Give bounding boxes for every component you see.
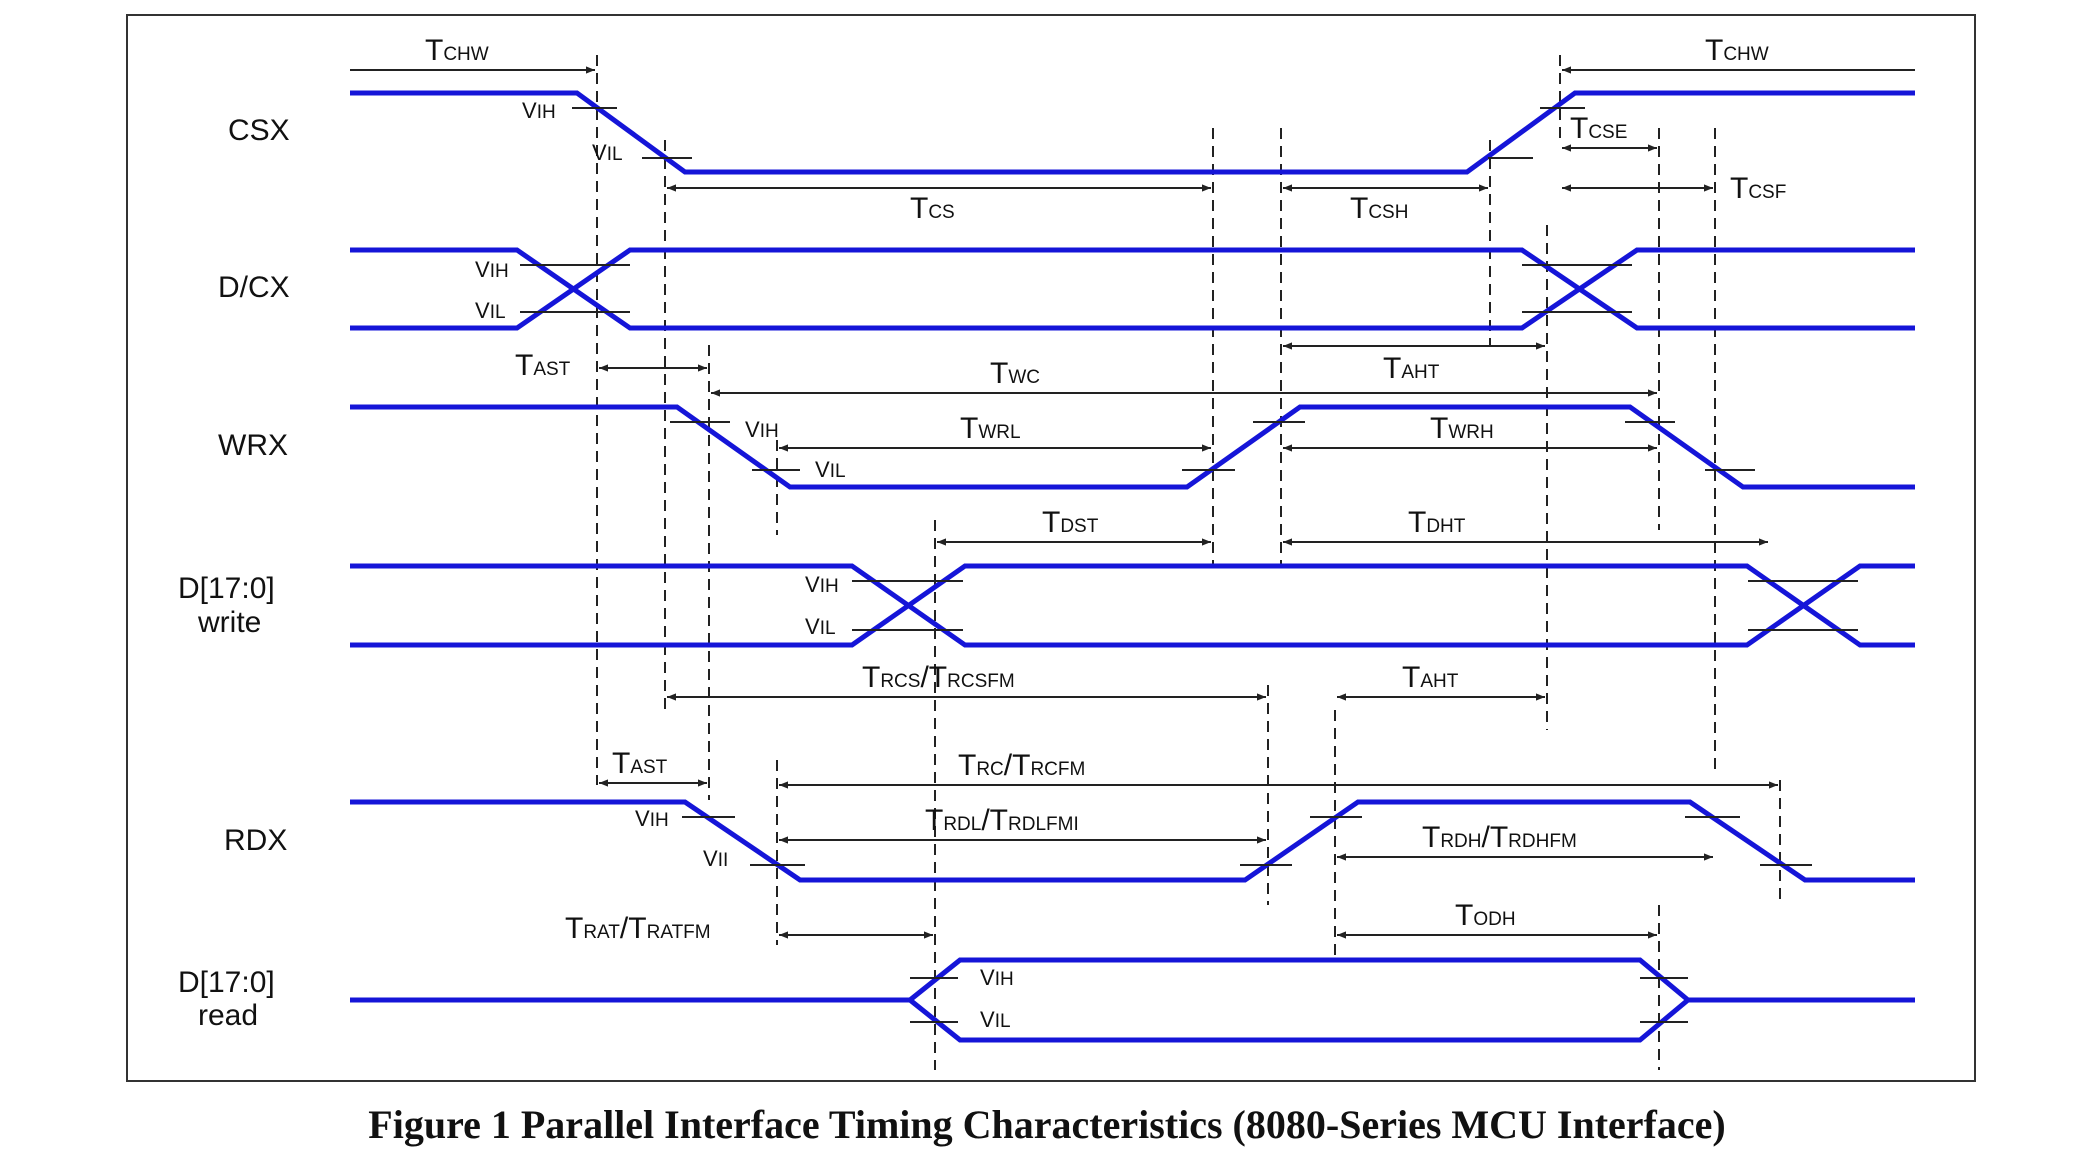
trcs-label: TRCS/TRCSFM — [862, 661, 1015, 694]
wrx-vil-label: VIL — [815, 457, 846, 482]
tdht-label: TDHT — [1408, 506, 1466, 539]
dcx-row: D/CX VIH VIL — [218, 247, 1915, 331]
wrx-label: WRX — [218, 429, 288, 462]
data-read-waveform-a — [350, 957, 1690, 1003]
tchw-left-label: TCHW — [425, 34, 489, 67]
dcx-waveform-high-to-low — [350, 247, 1915, 331]
diagram-frame — [126, 14, 1976, 1082]
rdx-vil-label: VII — [703, 846, 728, 871]
csx-waveform — [350, 90, 1915, 175]
tast-read-label: TAST — [612, 747, 668, 780]
tcs-label: TCS — [910, 192, 955, 225]
trdl-label: TRDL/TRDLFMI — [925, 804, 1079, 837]
wrx-vih-label: VIH — [745, 417, 779, 442]
todh-label: TODH — [1455, 899, 1516, 932]
data-write-waveform-a — [350, 563, 1915, 648]
rdx-vih-label: VIH — [635, 806, 669, 831]
csx-vil-label: VIL — [592, 140, 623, 165]
dcx-vil-label: VIL — [475, 298, 506, 323]
dcx-label: D/CX — [218, 271, 290, 304]
data-write-sublabel: write — [197, 606, 261, 639]
data-read-row: D[17:0] read VIH VIL — [178, 957, 1915, 1043]
trdh-label: TRDH/TRDHFM — [1422, 821, 1577, 854]
reference-lines — [596, 55, 1781, 1070]
tcsh-label: TCSH — [1350, 192, 1408, 225]
data-read-label: D[17:0] — [178, 966, 275, 999]
rdx-label: RDX — [224, 824, 287, 857]
tcse-label: TCSE — [1570, 112, 1627, 145]
csx-vih-label: VIH — [522, 98, 556, 123]
data-write-waveform-b — [350, 563, 1915, 648]
tdst-label: TDST — [1042, 506, 1099, 539]
csx-label: CSX — [228, 114, 290, 147]
dcx-vih-label: VIH — [475, 257, 509, 282]
trat-label: TRAT/TRATFM — [565, 912, 711, 945]
dw-vih-label: VIH — [805, 572, 839, 597]
rdx-row: RDX VIH VII — [224, 799, 1915, 883]
timing-annotations: TCHW TCHW TCS TCSH TCSE TCSF TAST TWC TA… — [350, 34, 1915, 945]
wrx-waveform — [350, 404, 1915, 490]
dr-vil-label: VIL — [980, 1007, 1011, 1032]
trc-label: TRC/TRCFM — [958, 749, 1085, 782]
wrx-row: WRX VIH VIL — [218, 404, 1915, 490]
tcsf-label: TCSF — [1730, 172, 1786, 205]
twrl-label: TWRL — [960, 412, 1021, 445]
data-read-waveform-b — [908, 997, 1915, 1043]
taht-write-label: TAHT — [1383, 352, 1440, 385]
twc-label: TWC — [990, 357, 1040, 390]
tast-write-label: TAST — [515, 349, 571, 382]
dr-vih-label: VIH — [980, 965, 1014, 990]
dcx-waveform-low-to-high — [350, 247, 1915, 331]
rdx-waveform — [350, 799, 1915, 883]
data-read-sublabel: read — [198, 999, 258, 1032]
tchw-right-label: TCHW — [1705, 34, 1769, 67]
dw-vil-label: VIL — [805, 614, 836, 639]
twrh-label: TWRH — [1430, 412, 1494, 445]
csx-row: CSX VIH VIL — [228, 90, 1915, 175]
taht-read-label: TAHT — [1402, 661, 1459, 694]
figure-caption: Figure 1 Parallel Interface Timing Chara… — [368, 1102, 1725, 1147]
data-write-label: D[17:0] — [178, 572, 275, 605]
data-write-row: D[17:0] write VIH VIL — [178, 563, 1915, 648]
